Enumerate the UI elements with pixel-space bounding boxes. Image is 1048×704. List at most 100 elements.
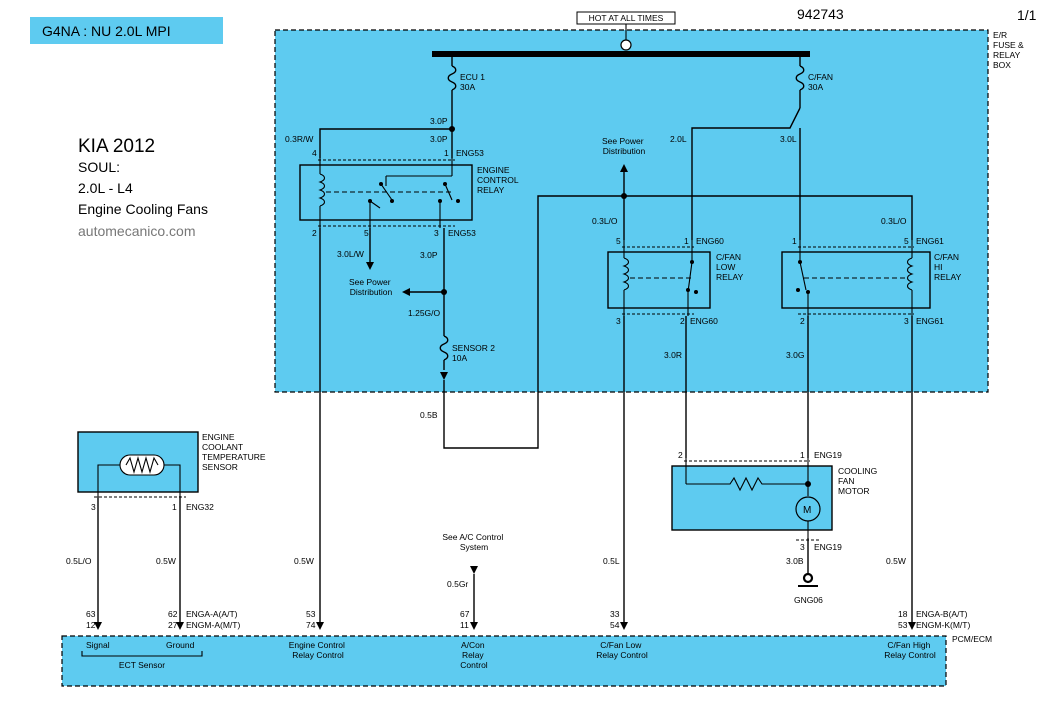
pin-label: 5 (904, 236, 909, 246)
ect-sensor-label: ENGINE COOLANT TEMPERATURE SENSOR (202, 432, 268, 472)
thermistor-zigzag (125, 455, 159, 475)
pin-label: 3 (904, 316, 909, 326)
wire-label: 0.5W (156, 556, 176, 566)
pin-label: 2 (680, 316, 685, 326)
arrow (366, 262, 374, 270)
fuse-relay-box-label: E/R FUSE & RELAY BOX (993, 30, 1026, 70)
pcm-label-low-control: C/Fan Low Relay Control (596, 640, 648, 660)
cfan-fuse-label: C/FAN 30A (808, 72, 835, 92)
pcm-pin-ecr: 53 74 (306, 609, 318, 630)
ect-internal-wire (164, 464, 181, 496)
motor-symbol: M (803, 505, 811, 516)
vehicle-engine: 2.0L - L4 (78, 180, 133, 196)
connector-eng53-bottom: ENG53 (448, 228, 476, 238)
ecr-coil (318, 158, 326, 228)
wire-label: 0.5Gr (447, 579, 468, 589)
hot-at-all-times-label: HOT AT ALL TIMES (589, 13, 664, 23)
pin-label: 1 (172, 502, 177, 512)
cfan-low-relay (607, 251, 711, 309)
hi-relay-pin5-wire (686, 195, 913, 240)
wire-label: 0.3R/W (285, 134, 313, 144)
pin-label: 2 (800, 316, 805, 326)
pcm-pin-low: 33 54 (610, 609, 622, 630)
wire-label: 0.5L/O (66, 556, 92, 566)
pin-label: 4 (312, 148, 317, 158)
ground-gng06-label: GNG06 (794, 595, 823, 605)
arrow (620, 164, 628, 172)
pin-label: 1 (800, 450, 805, 460)
pcm-connector-b: ENGA-B(A/T) ENGM-K(M/T) (916, 609, 970, 630)
website-watermark: automecanico.com (78, 223, 196, 239)
cfan-hi-relay-label: C/FAN HI RELAY (934, 252, 962, 282)
pcm-pin-ac: 67 11 (460, 609, 472, 630)
wire-label: 1.25G/O (408, 308, 441, 318)
wire-label: 3.0P (430, 134, 448, 144)
connector-eng61-bottom: ENG61 (916, 316, 944, 326)
pin-label: 3 (91, 502, 96, 512)
pcm-label-high-control: C/Fan High Relay Control (884, 640, 936, 660)
ect-internal-wire (97, 464, 120, 496)
wire-label: 0.3L/O (881, 216, 907, 226)
cfan-low-relay-label: C/FAN LOW RELAY (716, 252, 744, 282)
pcm-pin-arrows (94, 622, 916, 630)
pin-label: 2 (678, 450, 683, 460)
ground-icon (802, 572, 814, 584)
document-number: 942743 (797, 6, 844, 22)
wire-label: 2.0L (670, 134, 687, 144)
vehicle-make-year: KIA 2012 (78, 136, 155, 157)
pin-label: 5 (616, 236, 621, 246)
pcm-ecm-label: PCM/ECM (952, 634, 992, 644)
connector-eng19-bottom: ENG19 (814, 542, 842, 552)
engine-control-relay-label: ENGINE CONTROL RELAY (477, 165, 521, 195)
relay-coil-feed-wire (443, 195, 686, 449)
connector-eng53-top: ENG53 (456, 148, 484, 158)
pin-label: 1 (444, 148, 449, 158)
splice-dot (805, 481, 811, 487)
vehicle-model: SOUL: (78, 159, 120, 175)
wire-label: 3.0L (780, 134, 797, 144)
motor-resistor (686, 476, 808, 492)
pin-label: 2 (312, 228, 317, 238)
pin-label: 1 (792, 236, 797, 246)
pcm-label-ecr-control: Engine Control Relay Control (289, 640, 348, 660)
engine-badge-text: G4NA : NU 2.0L MPI (42, 23, 171, 39)
sensor2-fuse (439, 335, 449, 370)
wire-label: 0.5L (603, 556, 620, 566)
busbar-terminal (620, 39, 632, 51)
pin-label: 3 (616, 316, 621, 326)
low-relay-switch (686, 240, 698, 316)
pcm-pin-ground: 62 27 (168, 609, 180, 630)
ecr-pin4-wire (319, 128, 452, 158)
ecr-switch-1 (368, 158, 453, 228)
connector-eng60-top: ENG60 (696, 236, 724, 246)
connector-eng61-top: ENG61 (916, 236, 944, 246)
engine-badge (30, 17, 223, 44)
system-title: Engine Cooling Fans (78, 201, 208, 217)
wire-label: 3.0L/W (337, 249, 364, 259)
cooling-fan-motor-label: COOLING FAN MOTOR (838, 466, 880, 496)
pcm-label-ac-control: A/Con Relay Control (460, 640, 488, 670)
wire-label: 3.0G (786, 350, 804, 360)
arrow (470, 566, 478, 574)
pin-label: 1 (684, 236, 689, 246)
hi-relay-switch (796, 240, 810, 316)
arrow (402, 288, 410, 296)
ecu1-fuse-label: ECU 1 30A (460, 72, 487, 92)
pin-label: 5 (364, 228, 369, 238)
pcm-pin-high: 18 53 (898, 609, 910, 630)
pcm-pin-signal: 63 12 (86, 609, 98, 630)
pcm-label-ect-sensor: ECT Sensor (119, 660, 165, 670)
ac-control-note: See A/C Control System (442, 532, 505, 552)
pcm-connector-a: ENGA-A(A/T) ENGM-A(M/T) (186, 609, 240, 630)
wire-label: 0.5B (420, 410, 438, 420)
pin-label: 3 (800, 542, 805, 552)
ect-bracket (81, 651, 203, 657)
low-relay-coil (622, 240, 630, 316)
arrow (440, 372, 448, 380)
see-power-distribution-2: See Power Distribution (602, 136, 646, 156)
sensor2-fuse-label: SENSOR 2 10A (452, 343, 497, 363)
ecr-switch-2 (438, 182, 460, 228)
wire-label: 3.0B (786, 556, 804, 566)
wire-label: 3.0P (420, 250, 438, 260)
wire-label: 3.0P (430, 116, 448, 126)
